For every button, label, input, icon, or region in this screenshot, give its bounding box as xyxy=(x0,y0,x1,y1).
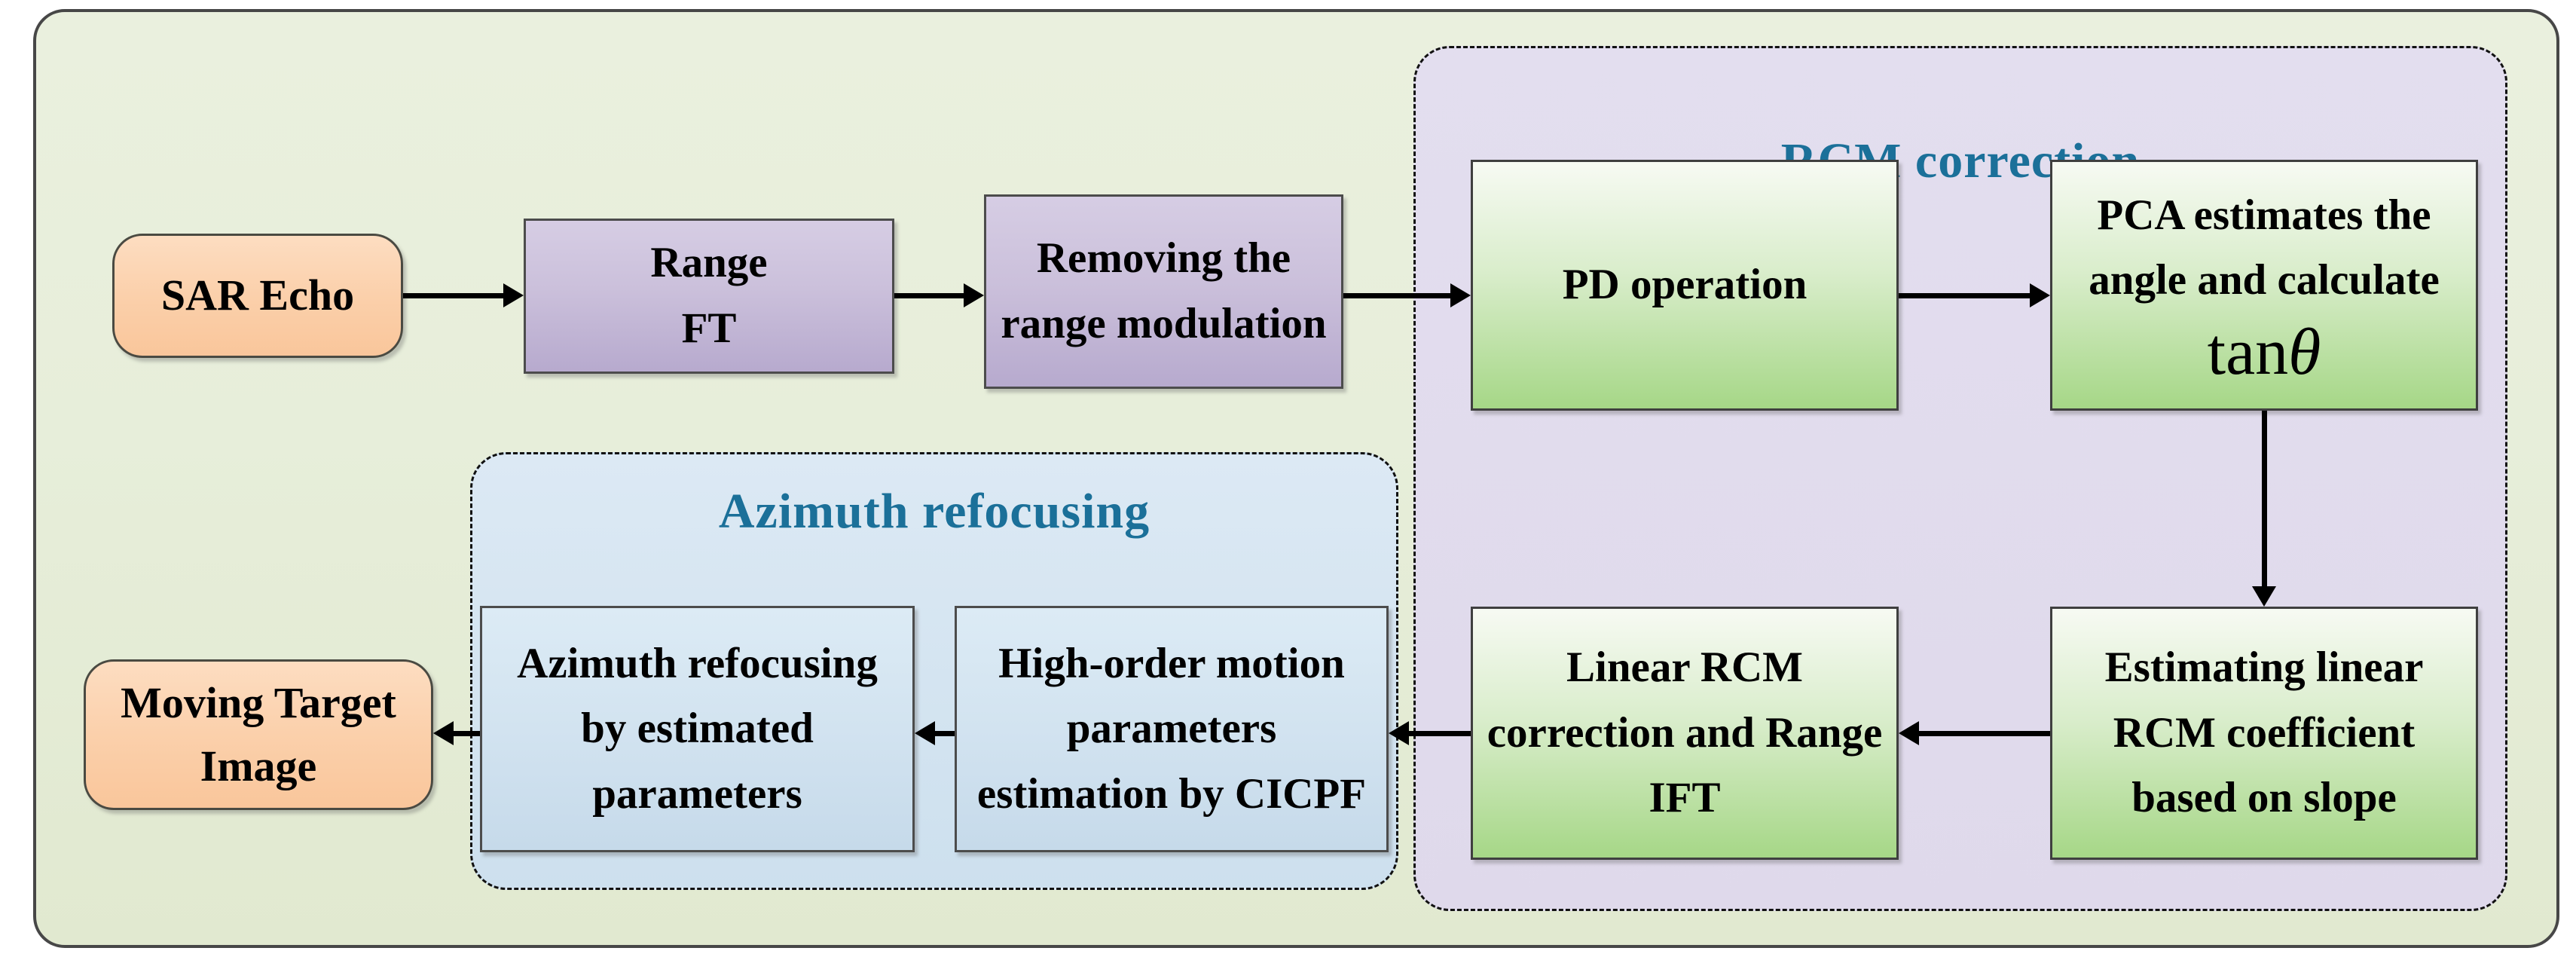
arrow-removing-to-pd xyxy=(1343,283,1471,307)
azimuth-refocusing-title: Azimuth refocusing xyxy=(718,484,1150,539)
theta-symbol: θ xyxy=(2288,315,2321,389)
pca-estimate-box: PCA estimates the angle and calculate ta… xyxy=(2050,160,2478,411)
removing-range-modulation-box: Removing the range modulation xyxy=(984,194,1343,389)
arrow-sarecho-to-rangeft xyxy=(403,283,524,307)
arrow-linearrcm-to-highorder xyxy=(1389,721,1471,745)
estimating-linear-rcm-box: Estimating linear RCM coefficient based … xyxy=(2050,607,2478,860)
sar-echo-label: SAR Echo xyxy=(160,271,355,320)
moving-target-image-box: Moving Target Image xyxy=(84,659,433,810)
azimuth-refocusing-label: Azimuth refocusing by estimated paramete… xyxy=(517,639,878,818)
high-order-motion-box: High-order motion parameters estimation … xyxy=(955,606,1389,852)
arrow-estimating-to-linearrcm xyxy=(1899,721,2050,745)
tan-function: tan xyxy=(2207,315,2289,389)
estimating-linear-rcm-label: Estimating linear RCM coefficient based … xyxy=(2104,644,2424,822)
pd-operation-label: PD operation xyxy=(1562,261,1807,309)
azimuth-refocusing-box: Azimuth refocusing by estimated paramete… xyxy=(480,606,915,852)
moving-target-image-label: Moving Target Image xyxy=(121,677,396,790)
arrow-pd-to-pca xyxy=(1899,283,2050,307)
arrow-azimuthbox-to-movingtarget xyxy=(433,721,480,745)
high-order-motion-label: High-order motion parameters estimation … xyxy=(976,639,1367,818)
arrow-pca-to-estimating xyxy=(2252,411,2276,607)
range-ft-label: Range FT xyxy=(650,239,768,352)
sar-echo-box: SAR Echo xyxy=(112,234,403,358)
arrow-highorder-to-azimuthbox xyxy=(915,721,955,745)
tan-theta-formula: tanθ xyxy=(2207,315,2321,389)
pca-estimate-label: PCA estimates the angle and calculate xyxy=(2089,191,2440,304)
linear-rcm-correction-label: Linear RCM correction and Range IFT xyxy=(1487,644,1883,822)
pd-operation-box: PD operation xyxy=(1471,160,1899,411)
removing-range-modulation-label: Removing the range modulation xyxy=(1001,234,1327,347)
linear-rcm-correction-box: Linear RCM correction and Range IFT xyxy=(1471,607,1899,860)
range-ft-box: Range FT xyxy=(524,219,894,374)
arrow-rangeft-to-removing xyxy=(894,283,984,307)
